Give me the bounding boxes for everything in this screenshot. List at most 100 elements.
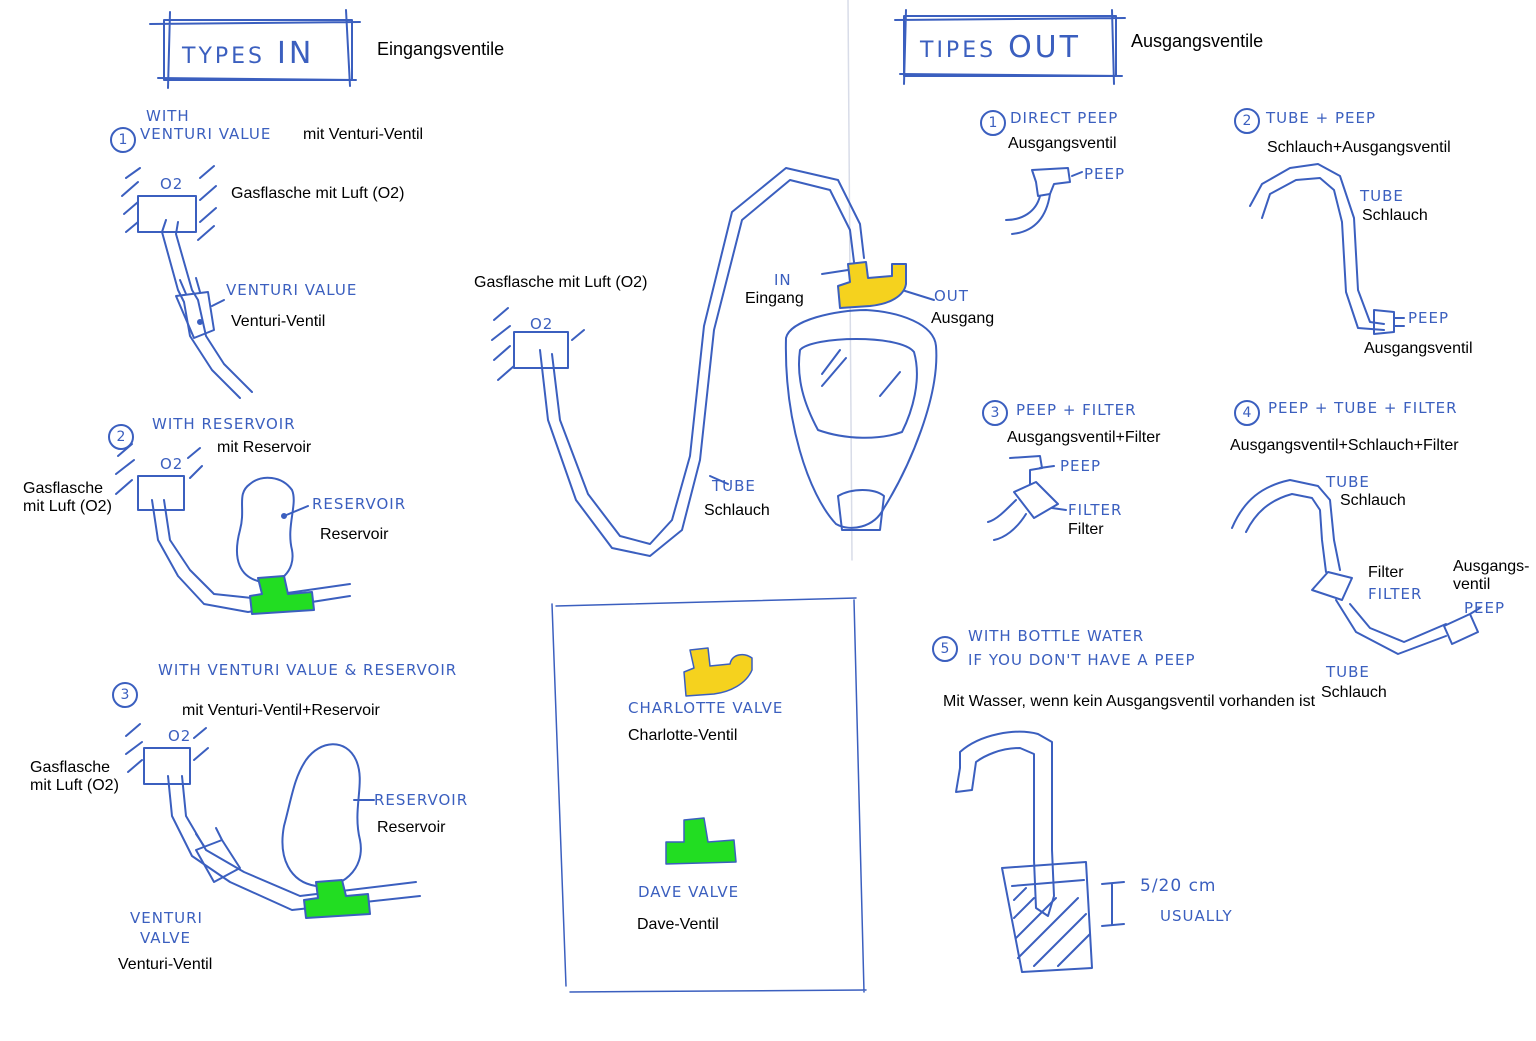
in3-number: 3 bbox=[112, 682, 138, 708]
out4-number: 4 bbox=[1234, 400, 1260, 426]
out5-heading-hw-line2: IF YOU DON'T HAVE A PEEP bbox=[968, 651, 1196, 669]
in1-tube bbox=[161, 219, 253, 399]
in3-reservoir-label: Reservoir bbox=[377, 819, 446, 836]
out4-ausgangs-line1: Ausgangs- bbox=[1453, 558, 1530, 575]
center-o2-label: O2 bbox=[530, 315, 554, 333]
charlotte-valve-label: Charlotte-Ventil bbox=[628, 727, 738, 744]
in1-heading-hw-line2: VENTURI VALUE bbox=[140, 125, 272, 143]
out1-number: 1 bbox=[980, 110, 1006, 136]
center-charlotte-valve-yellow bbox=[837, 261, 907, 309]
out4-filter-label: Filter bbox=[1368, 564, 1404, 581]
out3-filter-hw: FILTER bbox=[1068, 501, 1123, 519]
in1-o2-label: O2 bbox=[160, 175, 184, 193]
in3-reservoir-hw: RESERVOIR bbox=[374, 791, 469, 809]
in3-o2-label: O2 bbox=[168, 727, 192, 745]
in3-dave-valve-green bbox=[303, 879, 371, 919]
out3-filter-label: Filter bbox=[1068, 521, 1104, 538]
out3-peep-hw: PEEP bbox=[1060, 457, 1102, 475]
center-out-hw: OUT bbox=[934, 287, 969, 305]
out1-heading-hw: DIRECT PEEP bbox=[1010, 109, 1119, 127]
in2-reservoir-bag bbox=[236, 476, 295, 584]
center-in-label: Eingang bbox=[745, 290, 804, 307]
types-out-title-frame bbox=[903, 15, 1117, 77]
in1-gas-bottle-label: Gasflasche mit Luft (O2) bbox=[231, 185, 405, 202]
in1-venturi-valve bbox=[175, 277, 215, 339]
out1-direct-peep-drawing bbox=[1005, 167, 1083, 235]
out3-peep-filter-drawing bbox=[987, 455, 1067, 541]
in3-gas-bottle-line1: Gasflasche bbox=[30, 759, 111, 776]
center-long-tube bbox=[539, 167, 865, 557]
types-out-title-out: OUT bbox=[1008, 30, 1081, 65]
out5-water-level-hw: 5/20 cm bbox=[1140, 876, 1217, 896]
dave-valve-green bbox=[665, 817, 737, 865]
out4-peep-hw: PEEP bbox=[1464, 599, 1506, 617]
out3-heading-hw: PEEP + FILTER bbox=[1016, 401, 1137, 419]
in2-heading-german: mit Reservoir bbox=[217, 439, 312, 456]
in1-gas-bottle-drawing bbox=[121, 165, 253, 399]
center-mask-drawing bbox=[491, 167, 938, 557]
out2-peep-label: Ausgangsventil bbox=[1364, 340, 1473, 357]
out4-ausgangs-line2: ventil bbox=[1453, 576, 1491, 593]
out4-tube-label-top: Schlauch bbox=[1340, 492, 1406, 509]
out2-peep-hw: PEEP bbox=[1408, 309, 1450, 327]
out4-filter-hw: FILTER bbox=[1368, 585, 1423, 603]
dave-valve-label: Dave-Ventil bbox=[637, 916, 719, 933]
types-out-title: TIPES OUT bbox=[920, 30, 1081, 65]
center-gas-bottle-label: Gasflasche mit Luft (O2) bbox=[474, 274, 648, 291]
center-mask-window bbox=[797, 338, 918, 439]
in3-venturi-label: Venturi-Ventil bbox=[118, 956, 213, 973]
in2-reservoir-hw: RESERVOIR bbox=[312, 495, 407, 513]
in3-gas-bottle-line2: mit Luft (O2) bbox=[30, 777, 119, 794]
in2-heading-hw: WITH RESERVOIR bbox=[152, 415, 296, 433]
out2-heading-hw: TUBE + PEEP bbox=[1266, 109, 1377, 127]
out2-tube-hw: TUBE bbox=[1360, 187, 1404, 205]
out5-heading-german: Mit Wasser, wenn kein Ausgangsventil vor… bbox=[943, 693, 1316, 710]
center-tube-label: Schlauch bbox=[704, 502, 770, 519]
out3-heading-german: Ausgangsventil+Filter bbox=[1007, 429, 1161, 446]
out2-tube-label: Schlauch bbox=[1362, 207, 1428, 224]
in3-heading-german: mit Venturi-Ventil+Reservoir bbox=[182, 702, 380, 719]
in1-number: 1 bbox=[110, 127, 136, 153]
out4-tube-hw-top: TUBE bbox=[1326, 473, 1370, 491]
out5-usually-hw: USUALLY bbox=[1160, 907, 1233, 925]
center-mask-mouthpiece bbox=[837, 489, 885, 531]
types-in-title: TYPES IN bbox=[182, 36, 314, 71]
out5-heading-hw-line1: WITH BOTTLE WATER bbox=[968, 627, 1145, 645]
valves-box-frame bbox=[551, 597, 867, 993]
out2-heading-german: Schlauch+Ausgangsventil bbox=[1267, 139, 1451, 156]
types-out-title-word: TIPES bbox=[920, 38, 997, 63]
out4-peep-tube-filter-drawing bbox=[1231, 479, 1481, 655]
in2-reservoir-drawing bbox=[115, 443, 351, 613]
out4-tube-hw-bottom: TUBE bbox=[1326, 663, 1370, 681]
in2-o2-label: O2 bbox=[160, 455, 184, 473]
in1-heading-german: mit Venturi-Ventil bbox=[303, 126, 424, 143]
in1-heading-hw-line1: WITH bbox=[146, 107, 190, 125]
center-out-label: Ausgang bbox=[931, 310, 995, 327]
in2-reservoir-label: Reservoir bbox=[320, 526, 389, 543]
types-in-title-in: IN bbox=[277, 36, 315, 71]
in2-dave-valve-green bbox=[249, 575, 315, 615]
out4-heading-hw: PEEP + TUBE + FILTER bbox=[1268, 399, 1458, 417]
in3-venturi-hw-line2: VALVE bbox=[140, 929, 192, 947]
in1-venturi-label: Venturi-Ventil bbox=[231, 313, 326, 330]
out3-number: 3 bbox=[982, 400, 1008, 426]
out2-tube-peep-drawing bbox=[1249, 163, 1405, 335]
types-in-title-word: TYPES bbox=[182, 44, 266, 69]
in3-heading-hw: WITH VENTURI VALUE & RESERVOIR bbox=[158, 661, 458, 679]
in2-gas-bottle-line2: mit Luft (O2) bbox=[23, 498, 112, 515]
in1-venturi-hw: VENTURI VALUE bbox=[226, 281, 358, 299]
in3-venturi-hw-line1: VENTURI bbox=[130, 909, 203, 927]
types-out-title-german: Ausgangsventile bbox=[1131, 31, 1264, 51]
in2-gas-bottle-line1: Gasflasche bbox=[23, 480, 104, 497]
center-mask-outline bbox=[784, 309, 938, 529]
types-in-title-german: Eingangsventile bbox=[377, 39, 505, 59]
out1-peep-hw: PEEP bbox=[1084, 165, 1126, 183]
out1-heading-german: Ausgangsventil bbox=[1008, 135, 1117, 152]
in3-venturi-valve bbox=[195, 827, 241, 883]
out5-bottle-water-drawing bbox=[955, 730, 1125, 973]
charlotte-valve-hw: CHARLOTTE VALVE bbox=[628, 699, 784, 717]
out2-number: 2 bbox=[1234, 108, 1260, 134]
in2-number: 2 bbox=[108, 424, 134, 450]
